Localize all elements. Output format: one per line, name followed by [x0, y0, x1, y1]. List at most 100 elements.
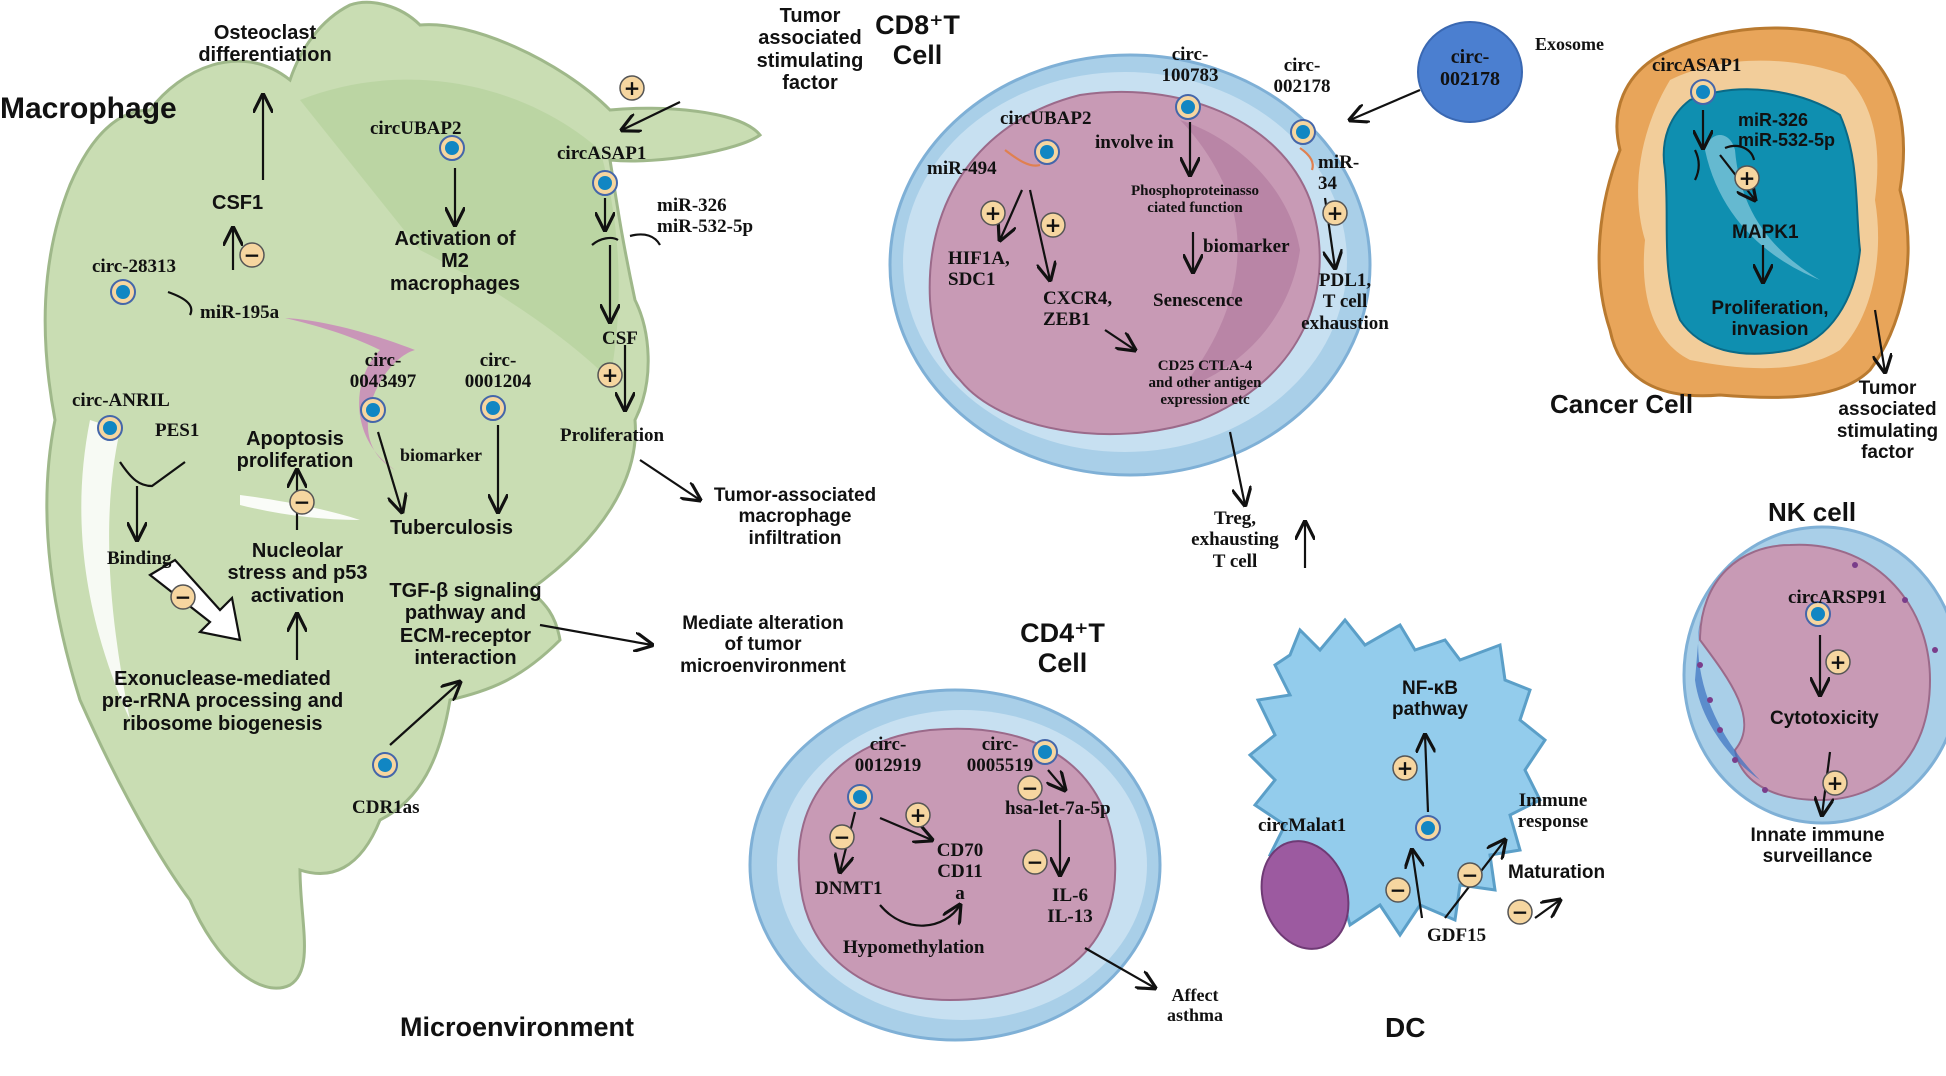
- circmalat1-label: circMalat1: [1258, 815, 1347, 836]
- arrow-exosome-to-cd8: [1350, 88, 1421, 120]
- arrow-mir494-to-cxcr4: [1028, 189, 1050, 280]
- cd25-label: CD25 CTLA-4 and other antigen expression…: [1148, 358, 1262, 408]
- minus-sign-icon: −: [1385, 877, 1411, 903]
- macrophage-cell: [43, 0, 763, 990]
- mir-cancer-label: miR-326 miR-532-5p: [1738, 110, 1836, 151]
- osteoclast-label: Osteoclast differentiation: [198, 22, 332, 67]
- circasap1-cancer-label: circASAP1: [1652, 55, 1742, 76]
- minus-sign-icon: −: [1022, 849, 1048, 875]
- svg-text:−: −: [1027, 850, 1044, 874]
- plus-sign-icon: +: [619, 75, 645, 101]
- svg-text:+: +: [1397, 756, 1414, 780]
- circ-28313-circrna-icon: [110, 279, 136, 305]
- cancer-cell: [1597, 26, 1910, 399]
- arrow-dnmt1-to-cd70-hypomethylation: [879, 905, 960, 927]
- cancer-mir-curve-right: [1724, 144, 1756, 161]
- minus-sign-icon: −: [1017, 775, 1043, 801]
- tas-factor-label: Tumor associated stimulating factor: [756, 5, 864, 95]
- circasap1-mac-circrna-icon: [592, 170, 618, 196]
- exosome-label: Exosome: [1535, 34, 1604, 54]
- arrow-circ0005519-to-let7: [1048, 769, 1065, 790]
- dc-cell: [1247, 617, 1548, 950]
- let7-label: hsa-let-7a-5p: [1005, 798, 1111, 819]
- svg-text:+: +: [910, 803, 927, 827]
- mir326-curve-right: [629, 233, 661, 246]
- mir-195a-label: miR-195a: [200, 302, 280, 323]
- svg-text:−: −: [1512, 900, 1529, 924]
- circ-002178-cd8-label: circ- 002178: [1273, 55, 1331, 98]
- nucleolar-label: Nucleolar stress and p53 activation: [227, 540, 368, 607]
- svg-text:+: +: [1739, 166, 1756, 190]
- mir34-curve: [1299, 147, 1314, 171]
- pdl1-label: PDL1, T cell exhaustion: [1301, 270, 1389, 334]
- cxcr4-label: CXCR4, ZEB1: [1043, 288, 1113, 331]
- treg-label: Treg, exhausting T cell: [1191, 508, 1279, 572]
- m2-label: Activation of M2 macrophages: [389, 228, 521, 295]
- cd8-cell: [888, 53, 1372, 477]
- circ-002178-circrna-icon: [1290, 119, 1316, 145]
- plus-sign-icon: +: [905, 802, 931, 828]
- mir-34-label: miR- 34: [1318, 152, 1360, 195]
- arrow-proliferation-to-tam: [639, 459, 700, 500]
- innate-label: Innate immune surveillance: [1750, 825, 1885, 868]
- minus-sign-icon: −: [1457, 862, 1483, 888]
- circ-0012919-label: circ- 0012919: [854, 734, 922, 777]
- arrow-cancer-to-tas: [1875, 309, 1885, 372]
- circubap2-cd8-circrna-icon: [1034, 139, 1060, 165]
- phospho-label: Phosphoproteinasso ciated function: [1130, 183, 1260, 216]
- biomarker-mac-label: biomarker: [400, 445, 482, 465]
- tuberculosis-label: Tuberculosis: [390, 517, 513, 539]
- nk-cell: [1682, 525, 1946, 825]
- arrow-circmalat1-to-nfkb: [1425, 735, 1428, 813]
- circarsp91-label: circARSP91: [1788, 587, 1887, 608]
- plus-sign-icon: +: [1392, 755, 1418, 781]
- arrow-circ0043497-to-tuberculosis: [376, 431, 402, 512]
- circ-100783-label: circ- 100783: [1161, 44, 1219, 87]
- cdr1as-label: CDR1as: [352, 797, 420, 818]
- microenvironment-title: Microenvironment: [400, 1012, 635, 1042]
- immune-response-label: Immune response: [1517, 790, 1589, 833]
- tgf-label: TGF-β signaling pathway and ECM-receptor…: [389, 580, 542, 670]
- minus-sign-icon: −: [239, 242, 265, 268]
- arrow-to-maturation: [1534, 900, 1560, 919]
- circ-0043497-circrna-icon: [360, 397, 386, 423]
- arrow-cxcr4-to-cd25: [1104, 329, 1135, 350]
- dc-title: DC: [1385, 1012, 1426, 1043]
- binding-label: Binding: [107, 548, 172, 569]
- cancer-title: Cancer Cell: [1550, 389, 1694, 419]
- svg-text:+: +: [1327, 201, 1344, 225]
- svg-text:+: +: [1045, 213, 1062, 237]
- minus-sign-icon: −: [289, 489, 315, 515]
- exosome: [1417, 21, 1523, 123]
- mir494-curve: [1004, 149, 1041, 167]
- svg-text:−: −: [294, 490, 311, 514]
- tam-infiltration-label: Tumor-associated macrophage infiltration: [713, 485, 877, 549]
- svg-text:−: −: [244, 243, 261, 267]
- circubap2-mac-circrna-icon: [439, 135, 465, 161]
- circ-28313-label: circ-28313: [92, 256, 177, 277]
- circ-0012919-circrna-icon: [847, 784, 873, 810]
- involve-in-label: involve in: [1095, 132, 1174, 153]
- plus-sign-icon: +: [980, 200, 1006, 226]
- circasap1-cancer-circrna-icon: [1690, 79, 1716, 105]
- cancer-tas-label: Tumor associated stimulating factor: [1836, 378, 1939, 463]
- macrophage-title: Macrophage: [0, 92, 177, 125]
- asthma-label: Affect asthma: [1166, 985, 1223, 1026]
- svg-text:−: −: [1462, 863, 1479, 887]
- arrow-il-to-asthma: [1084, 947, 1155, 988]
- mir326-curve-left: [591, 236, 619, 246]
- csf1-label: CSF1: [212, 192, 264, 214]
- svg-text:+: +: [1827, 771, 1844, 795]
- circ-100783-circrna-icon: [1175, 94, 1201, 120]
- svg-text:−: −: [1390, 878, 1407, 902]
- csf-label: CSF: [602, 328, 638, 349]
- nfkb-label: NF-κB pathway: [1391, 678, 1469, 721]
- proliferation-label: Proliferation: [560, 425, 665, 446]
- mediate-label: Mediate alteration of tumor microenviron…: [680, 613, 846, 677]
- nk-title: NK cell: [1768, 497, 1857, 527]
- cancer-mir-curve-left: [1694, 149, 1700, 181]
- circ-markers: [97, 79, 1831, 841]
- circ-anril-label: circ-ANRIL: [72, 390, 170, 411]
- circ-anril-circrna-icon: [97, 415, 123, 441]
- cd70-label: CD70 CD11 a: [936, 840, 984, 904]
